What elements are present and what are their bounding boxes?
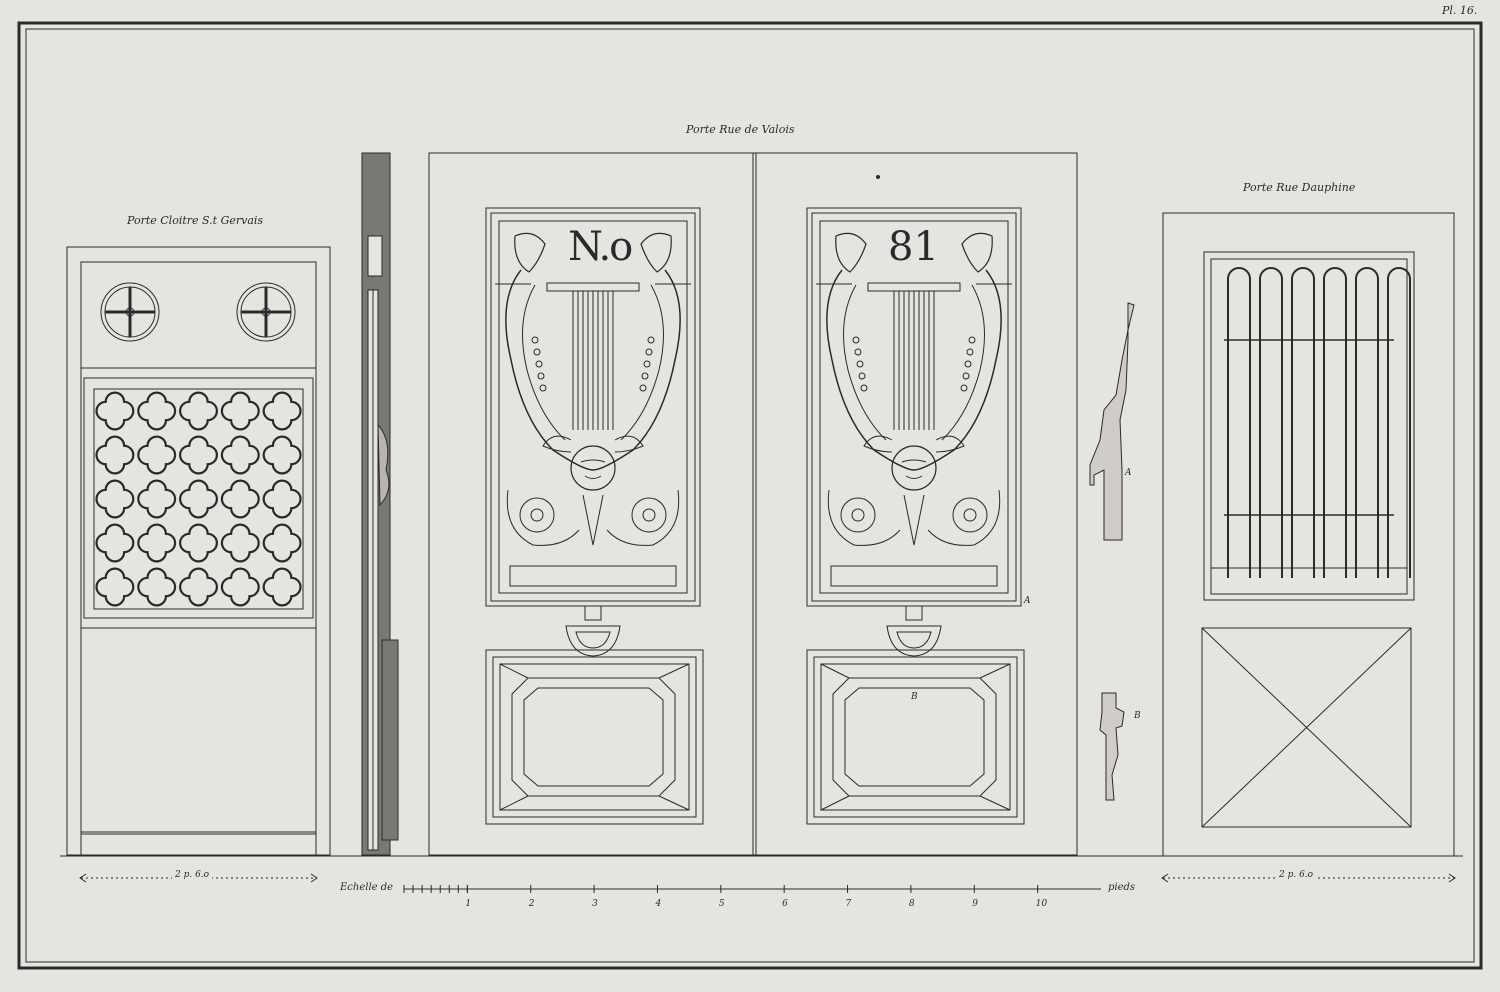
door-knocker-icon [886,605,942,657]
scale-unit: pieds [1108,882,1136,893]
scale-tick-label: 10 [1036,899,1048,909]
quatrefoil-cell [220,479,260,519]
door-number: 81 [888,224,939,270]
title-rue-de-valois: Porte Rue de Valois [686,123,795,136]
valois-right-leaf [806,207,1025,825]
quatrefoil-cell [95,567,135,607]
quatrefoil-cell [95,479,135,519]
quatrefoil-cell [179,479,218,519]
section-label-b: B [911,692,918,702]
scale-tick-label: 9 [972,899,978,909]
scale-tick-label: 2 [528,899,535,909]
section-label-a: A [1125,468,1132,478]
title-cloitre-st-gervais: Porte Cloitre S.t Gervais [127,214,264,227]
loop-bar-grille [1224,267,1411,578]
lyre-ornament [495,232,691,546]
rosette-icon [100,282,160,342]
section-label-b: B [1134,711,1141,721]
quatrefoil-cell [220,391,260,431]
scale-tick-labels: 1 2 3 4 5 6 7 8 9 10 [465,899,1047,909]
moulding-profile-a [1089,302,1135,541]
valois-left-leaf [485,207,704,825]
quatrefoil-cell [262,523,302,563]
section-label-a: A [1024,596,1031,606]
scale-tick-label: 6 [782,899,788,909]
scale-tick-label: 5 [719,899,725,909]
quatrefoil-cell [137,435,177,475]
quatrefoil-cell [137,567,177,607]
scale-tick-label: 1 [465,899,471,909]
dimension-right: 2 p. 6.o [1276,870,1317,880]
rosette-icon [236,282,296,342]
scale-label: Echelle de [340,882,394,893]
door-rue-de-valois [428,152,1078,856]
title-rue-dauphine: Porte Rue Dauphine [1243,181,1356,194]
quatrefoil-cell [137,391,177,431]
quatrefoil-cell [137,523,177,563]
quatrefoil-cell [262,435,302,475]
quatrefoil-cell [262,391,302,431]
lyre-ornament [816,232,1012,546]
moulding-profile-b [1099,692,1125,801]
plate-number: Pl. 16. [1442,4,1478,17]
quatrefoil-cell [220,435,260,475]
plate-inner-frame [25,28,1475,963]
scale-tick-label: 3 [592,899,598,909]
dimension-left: 2 p. 6.o [172,870,213,880]
quatrefoil-cell [137,479,177,519]
scale-tick-label: 7 [846,899,852,909]
door-section-profile [361,152,399,856]
door-rue-dauphine [1162,212,1455,857]
door-cloitre-st-gervais [66,246,331,857]
quatrefoil-cell [95,435,135,475]
quatrefoil-cell [262,567,302,607]
quatrefoil-cell [95,391,135,431]
quatrefoil-cell [179,435,218,475]
quatrefoil-cell [95,523,135,563]
quatrefoil-cell [179,523,218,563]
quatrefoil-grille [95,391,302,607]
quatrefoil-cell [220,567,260,607]
quatrefoil-cell [262,479,302,519]
scale-tick-label: 8 [909,899,915,909]
quatrefoil-cell [220,523,260,563]
door-knocker-icon [565,605,621,657]
scale-bar [403,885,1101,893]
quatrefoil-cell [179,391,218,431]
plate-frame [17,21,1483,970]
quatrefoil-cell [179,567,218,607]
scale-tick-label: 4 [654,899,661,909]
dimension-line-left [79,873,318,883]
door-number-prefix: N.o [568,224,633,270]
